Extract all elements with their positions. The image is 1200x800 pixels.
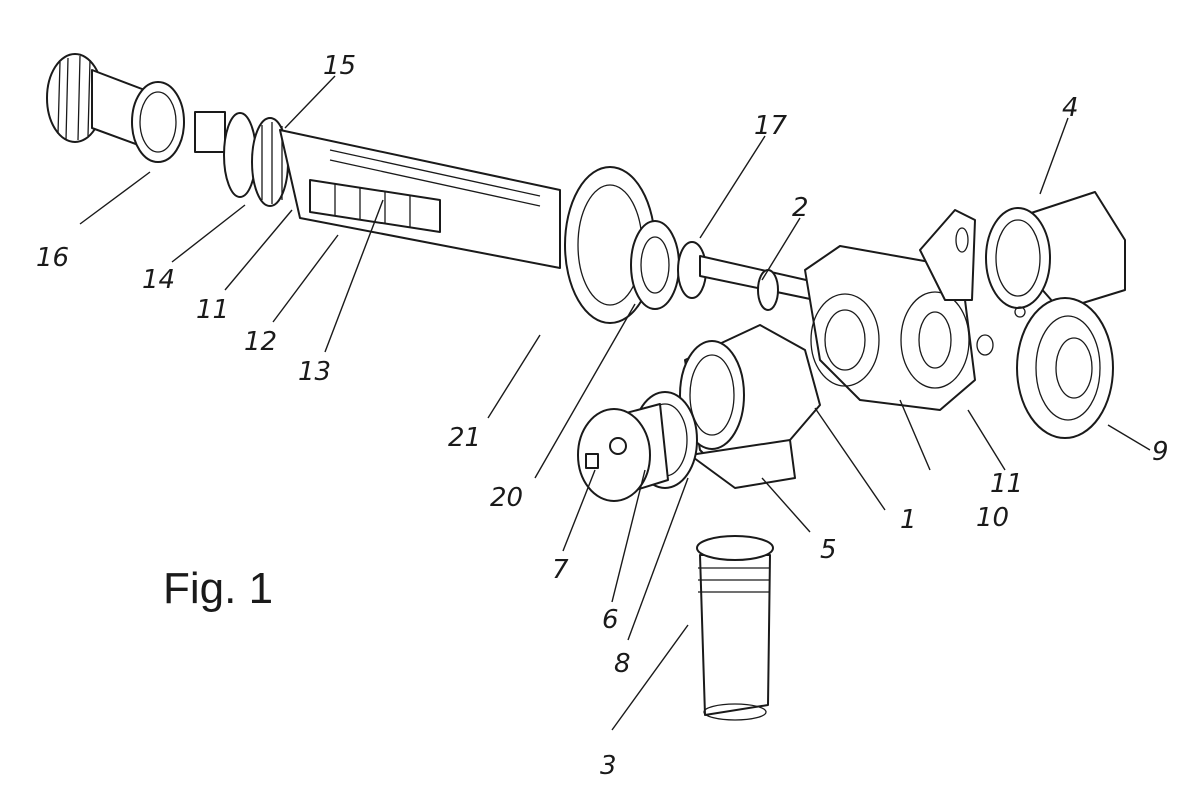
- ref-11: 11: [990, 469, 1023, 499]
- ref-5: 5: [820, 535, 837, 565]
- part-13-14-cylinder: [279, 129, 561, 269]
- figure-caption: Fig. 1: [163, 564, 273, 613]
- ref-19: 17: [754, 111, 788, 141]
- ref-1: 1: [900, 505, 917, 535]
- ref-14: 13: [298, 357, 331, 387]
- ref-3: 3: [600, 751, 617, 781]
- ref-8: 8: [614, 649, 631, 679]
- part-15-16-collar: [194, 111, 289, 207]
- part-4-cap: [985, 191, 1126, 318]
- ref-21: 21: [448, 423, 481, 453]
- ref-16: 15: [323, 51, 356, 81]
- ref-7: 7: [552, 555, 569, 585]
- part-9-gear-ring: [1016, 297, 1114, 439]
- ref-20: 20: [490, 483, 523, 513]
- leader-lines: [79, 75, 1151, 731]
- part-17-knob: [46, 53, 185, 163]
- ref-12: 11: [196, 295, 229, 325]
- part-5-elbow: [679, 324, 821, 489]
- part-3-bottle: [696, 535, 774, 721]
- part-6-7-8-lid: [577, 391, 698, 502]
- part-1-10-housing: [804, 209, 994, 411]
- ref-13: 12: [244, 327, 277, 357]
- ref-9: 9: [1152, 437, 1169, 467]
- part-21-20-flange: [564, 166, 680, 324]
- part-19-2-shaft: [677, 241, 816, 311]
- ref-2: 2: [792, 193, 809, 223]
- ref-15: 14: [142, 265, 175, 295]
- ref-17: 16: [36, 243, 69, 273]
- ref-4: 4: [1062, 93, 1079, 123]
- reference-numerals: 16 15 14 11 12 13 17 4 2 21 20 9 11 10 1…: [36, 51, 1169, 781]
- ref-6: 6: [602, 605, 619, 635]
- ref-10: 10: [976, 503, 1009, 533]
